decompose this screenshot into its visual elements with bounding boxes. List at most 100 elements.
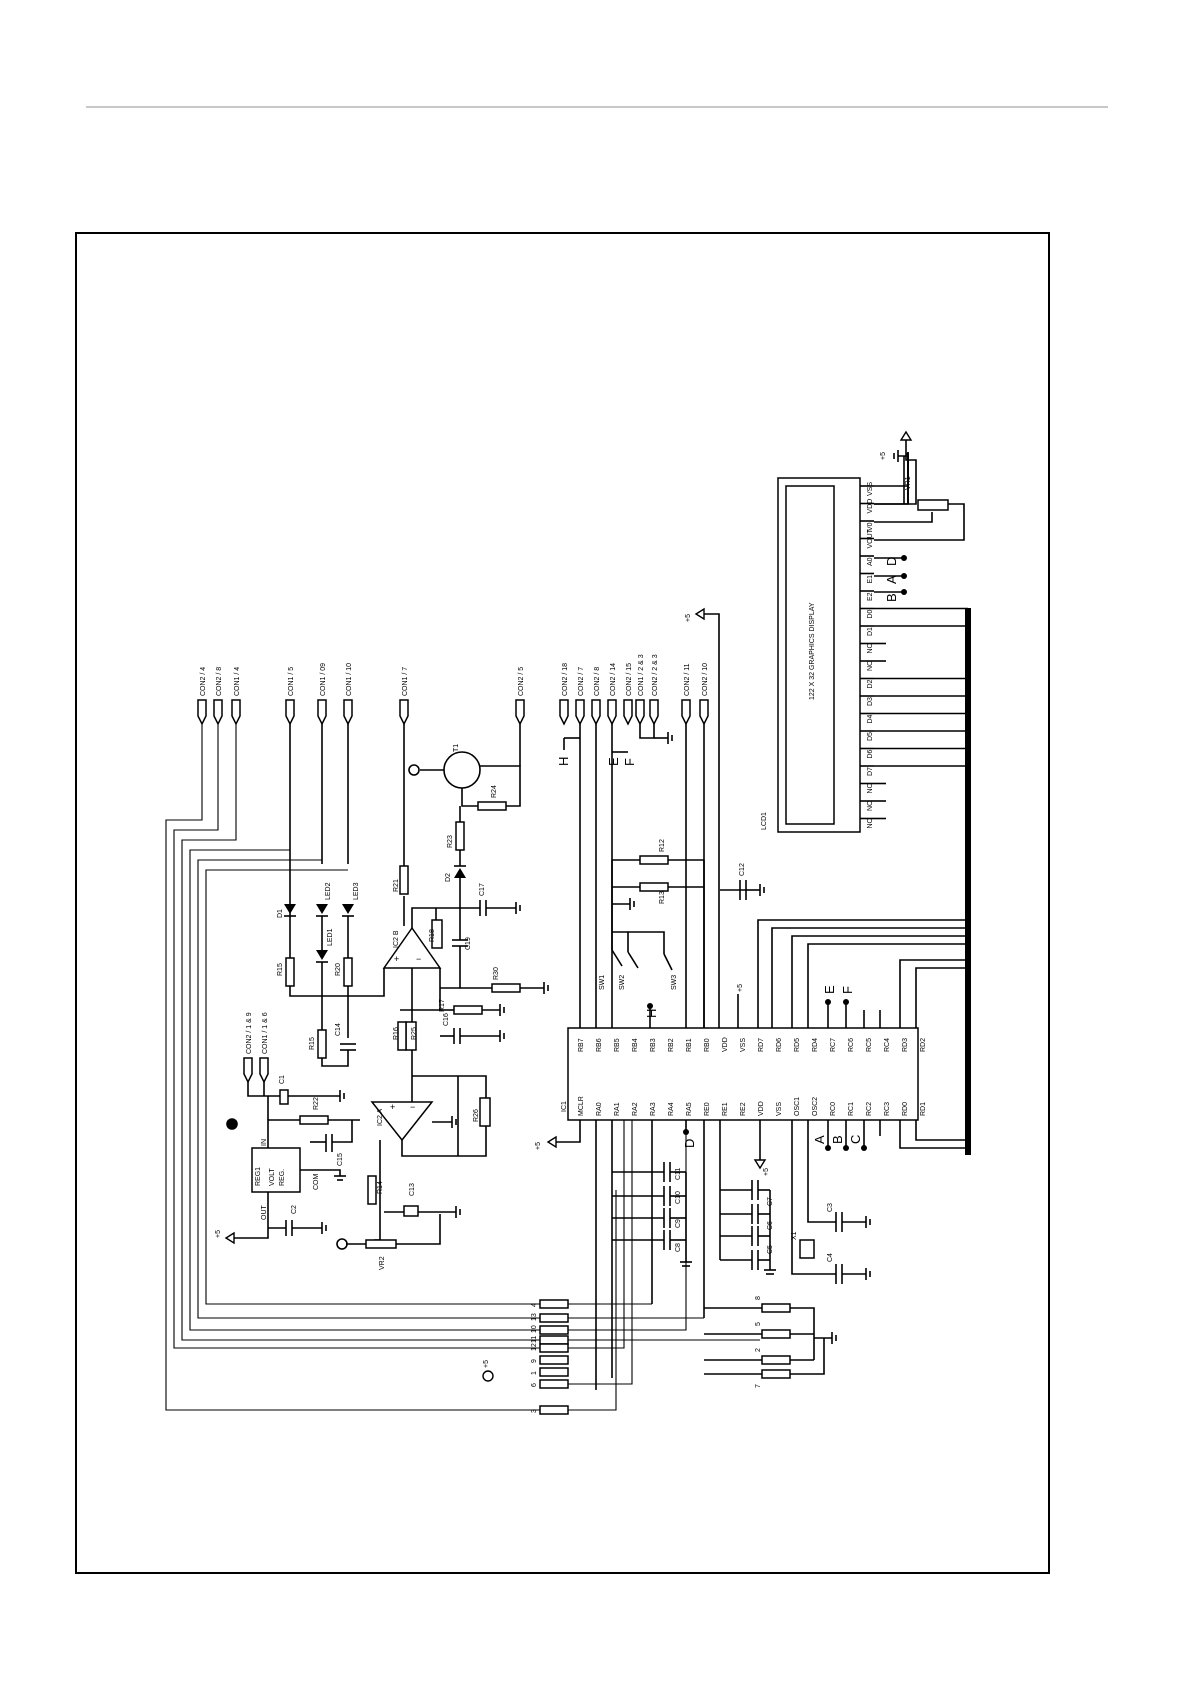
plus5-arrow-ic <box>694 607 705 621</box>
ic1-pin-mclr: MCLR <box>578 1096 585 1116</box>
connector-label: CON2 / 5 <box>518 667 525 696</box>
ic1-pin-rb1: RB1 <box>686 1038 693 1052</box>
connector-label: CON2 / 8 <box>216 667 223 696</box>
header-pin <box>539 1325 569 1335</box>
lcd-pin-nc: NC <box>867 661 874 671</box>
svg-text:R16: R16 <box>393 1027 400 1040</box>
svg-text:IC2 A: IC2 A <box>377 1109 384 1126</box>
pullup-resistor <box>761 1369 791 1379</box>
svg-text:D1: D1 <box>277 909 284 918</box>
r13 <box>639 882 669 892</box>
svg-text:C15: C15 <box>337 1153 344 1166</box>
c1 <box>279 1089 289 1105</box>
cap-label: C7 <box>767 1197 774 1206</box>
ic1-pin-rb4: RB4 <box>632 1038 639 1052</box>
ic1-pin-osc1: OSC1 <box>794 1097 801 1116</box>
header-pin-number: 7 <box>755 1384 762 1388</box>
lcd-pin-d7: D7 <box>867 767 874 776</box>
ic1-pin-rc1: RC1 <box>848 1102 855 1116</box>
connector-pin <box>343 699 353 726</box>
connector-label: CON1 / 4 <box>234 667 241 696</box>
ic1-pin-rc0: RC0 <box>830 1102 837 1116</box>
connector-pin <box>399 699 409 726</box>
ic1-pin-vss: VSS <box>740 1038 747 1052</box>
lcd-pin-vss: VSS <box>867 482 874 496</box>
ic1-pin-rc7: RC7 <box>830 1038 837 1052</box>
connector-pin <box>635 699 645 726</box>
vr2 <box>365 1239 397 1249</box>
ic1-pin-ra1: RA1 <box>614 1102 621 1116</box>
svg-text:R18: R18 <box>429 929 436 942</box>
ic1-pin-rc3: RC3 <box>884 1102 891 1116</box>
lcd-name: 122 X 32 GRAPHICS DISPLAY <box>809 602 816 700</box>
svg-text:R15: R15 <box>277 963 284 976</box>
connector-pin <box>317 699 327 726</box>
opamp-ic2a <box>370 1101 434 1142</box>
svg-text:R21: R21 <box>393 879 400 892</box>
connector-label: CON2 / 8 <box>594 667 601 696</box>
svg-text:IC2 B: IC2 B <box>393 930 400 948</box>
svg-text:T1: T1 <box>453 744 460 752</box>
ic1-ref: IC1 <box>561 1101 568 1112</box>
header-pin <box>539 1299 569 1309</box>
connector-pin <box>515 699 525 726</box>
svg-text:R24: R24 <box>491 785 498 798</box>
header-pin-number: 1 <box>531 1371 538 1375</box>
header-pin-number: 8 <box>755 1296 762 1300</box>
svg-text:C17: C17 <box>479 883 486 896</box>
svg-text:R14: R14 <box>377 1181 384 1194</box>
ic1-pin-rb3: RB3 <box>650 1038 657 1052</box>
schematic-frame <box>75 232 1050 1574</box>
connector-pin <box>559 699 569 726</box>
svg-text:+: + <box>394 954 399 964</box>
header-pin-number: 10 <box>531 1325 538 1333</box>
svg-text:+5: +5 <box>880 452 887 460</box>
lcd-pin-nc: NC <box>867 783 874 793</box>
svg-text:SW2: SW2 <box>619 975 626 990</box>
ic1-pin-re2: RE2 <box>740 1102 747 1116</box>
connector-label: CON1 / 5 <box>288 667 295 696</box>
header-pin-number: 3 <box>531 1409 538 1413</box>
lcd-pin-nc: NC <box>867 818 874 828</box>
r16 <box>367 1175 377 1205</box>
svg-text:R23: R23 <box>447 835 454 848</box>
connector-label: CON2 / 18 <box>562 663 569 696</box>
svg-text:REG.: REG. <box>279 1169 286 1186</box>
svg-text:−: − <box>416 954 421 964</box>
svg-text:C19: C19 <box>465 937 472 950</box>
lcd-pin-a0: A0 <box>867 557 874 566</box>
header-pin <box>539 1355 569 1365</box>
c13 <box>403 1205 419 1217</box>
ic1-pin-rb2: RB2 <box>668 1038 675 1052</box>
lcd-pin-d5: D5 <box>867 732 874 741</box>
svg-text:R12: R12 <box>659 839 666 852</box>
ic1-pin-vss: VSS <box>776 1102 783 1116</box>
svg-text:+5: +5 <box>215 1230 222 1238</box>
header-pin <box>539 1313 569 1323</box>
svg-text:SW3: SW3 <box>671 975 678 990</box>
vr1-label: VR1 <box>905 476 912 490</box>
lcd-pin-d6: D6 <box>867 749 874 758</box>
ic1-pin-osc2: OSC2 <box>812 1097 819 1116</box>
connector-pin <box>591 699 601 726</box>
svg-text:C16: C16 <box>443 1013 450 1026</box>
net-d-lcd: D <box>884 557 899 566</box>
connector-pin <box>213 699 223 726</box>
r12 <box>639 855 669 865</box>
r23 <box>455 821 465 851</box>
connector-label: CON2 / 2 & 3 <box>652 654 659 696</box>
lcd-pin-v0: V0 <box>867 522 874 531</box>
connector-label: CON1 / 7 <box>402 667 409 696</box>
ic1-pin-rc5: RC5 <box>866 1038 873 1052</box>
connector-label: CON2 / 14 <box>610 663 617 696</box>
lcd-pin-vdd: VDD <box>867 499 874 514</box>
svg-text:C13: C13 <box>409 1183 416 1196</box>
svg-text:R13: R13 <box>659 891 666 904</box>
cap-label: C10 <box>675 1191 682 1204</box>
lcd-pin-d4: D4 <box>867 714 874 723</box>
lcd-pin-e1: E1 <box>867 575 874 584</box>
ic1-pin-rd5: RD5 <box>794 1038 801 1052</box>
connector-pin <box>575 699 585 726</box>
r26 <box>479 1097 491 1127</box>
ic1-pin-re0: RE0 <box>704 1102 711 1116</box>
